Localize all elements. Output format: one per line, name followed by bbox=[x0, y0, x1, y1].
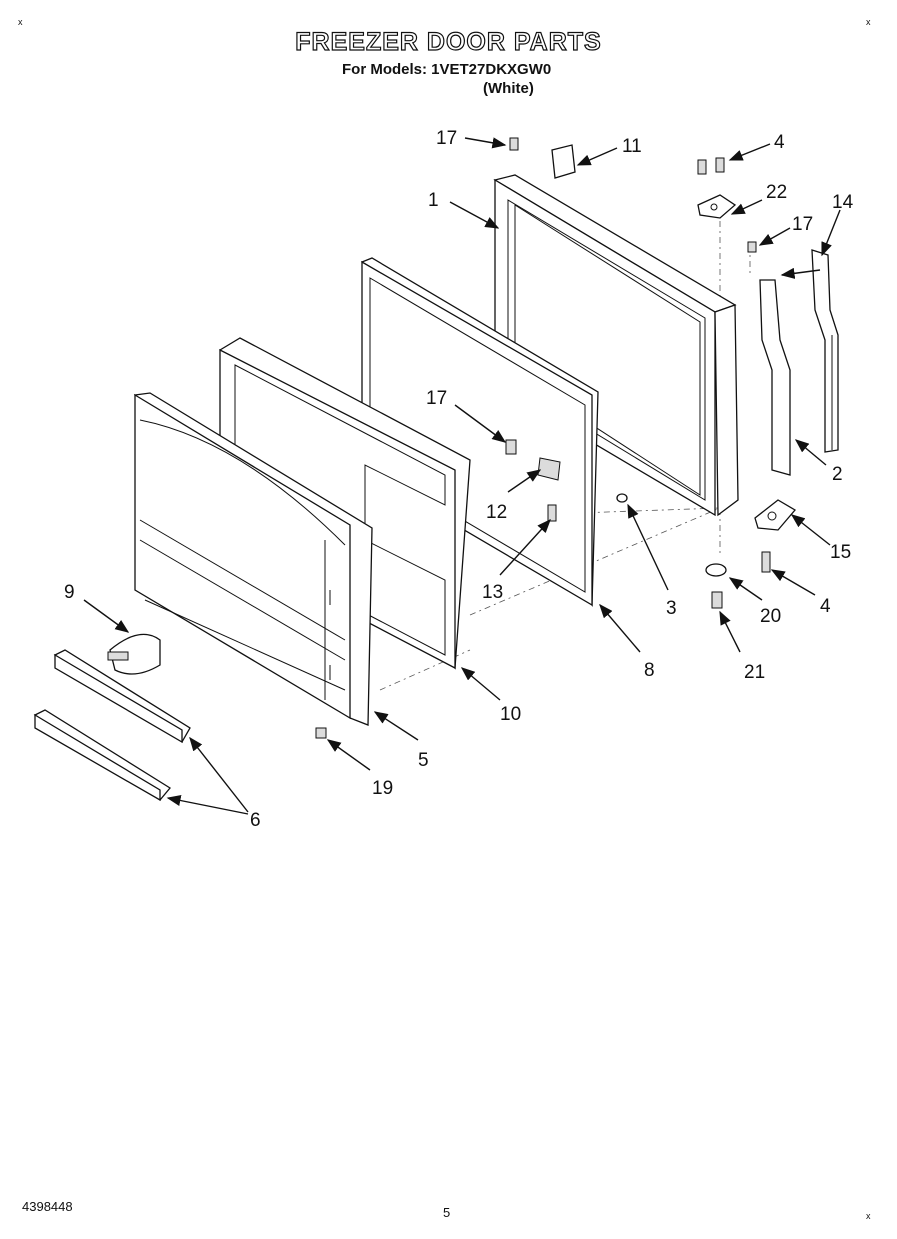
callout-labels: 1 2 3 4 4 5 6 8 9 10 11 12 13 14 15 17 1… bbox=[64, 128, 854, 831]
callout-leaders bbox=[83, 137, 841, 815]
shelf-clip-part-9 bbox=[107, 633, 161, 675]
door-gasket-part-8 bbox=[361, 257, 599, 608]
callout-1: 1 bbox=[428, 190, 439, 211]
model-line: For Models: 1VET27DKXGW0 bbox=[342, 61, 552, 78]
callout-12: 12 bbox=[486, 502, 507, 523]
callout-6: 6 bbox=[250, 810, 261, 831]
document-id: 4398448 bbox=[22, 1199, 73, 1214]
corner-mark: x bbox=[866, 17, 871, 27]
callout-19: 19 bbox=[372, 778, 393, 799]
callout-2: 2 bbox=[832, 464, 843, 485]
callout-20: 20 bbox=[760, 606, 781, 627]
bottom-hinge-part-15 bbox=[754, 499, 796, 531]
corner-mark: x bbox=[18, 17, 23, 27]
callout-5: 5 bbox=[418, 750, 429, 771]
hardware-screws bbox=[315, 137, 771, 739]
door-shelf-bar-part-6 bbox=[33, 649, 191, 802]
door-liner-part-1 bbox=[493, 174, 739, 517]
hinge-channel-part-2 bbox=[759, 279, 791, 476]
page-number: 5 bbox=[443, 1205, 451, 1220]
callout-17: 17 bbox=[426, 388, 447, 409]
callout-8: 8 bbox=[644, 660, 655, 681]
callout-9: 9 bbox=[64, 582, 75, 603]
callout-21: 21 bbox=[744, 662, 765, 683]
callout-14: 14 bbox=[832, 192, 854, 213]
color-note: (White) bbox=[483, 80, 534, 97]
callout-4: 4 bbox=[820, 596, 831, 617]
callout-3: 3 bbox=[666, 598, 677, 619]
callout-10: 10 bbox=[500, 704, 521, 725]
callout-22: 22 bbox=[766, 182, 787, 203]
top-hinge-part-22 bbox=[697, 194, 737, 219]
callout-13: 13 bbox=[482, 582, 503, 603]
callout-17: 17 bbox=[792, 214, 813, 235]
door-stop-part-14 bbox=[811, 249, 839, 453]
callout-11: 11 bbox=[622, 136, 642, 157]
corner-mark: x bbox=[866, 1211, 871, 1221]
door-panel-part-5 bbox=[133, 392, 373, 726]
callout-17: 17 bbox=[436, 128, 457, 149]
label-part-11 bbox=[551, 144, 576, 179]
callout-15: 15 bbox=[830, 542, 851, 563]
page-title: FREEZER DOOR PARTS bbox=[295, 27, 602, 56]
callout-4: 4 bbox=[774, 132, 785, 153]
